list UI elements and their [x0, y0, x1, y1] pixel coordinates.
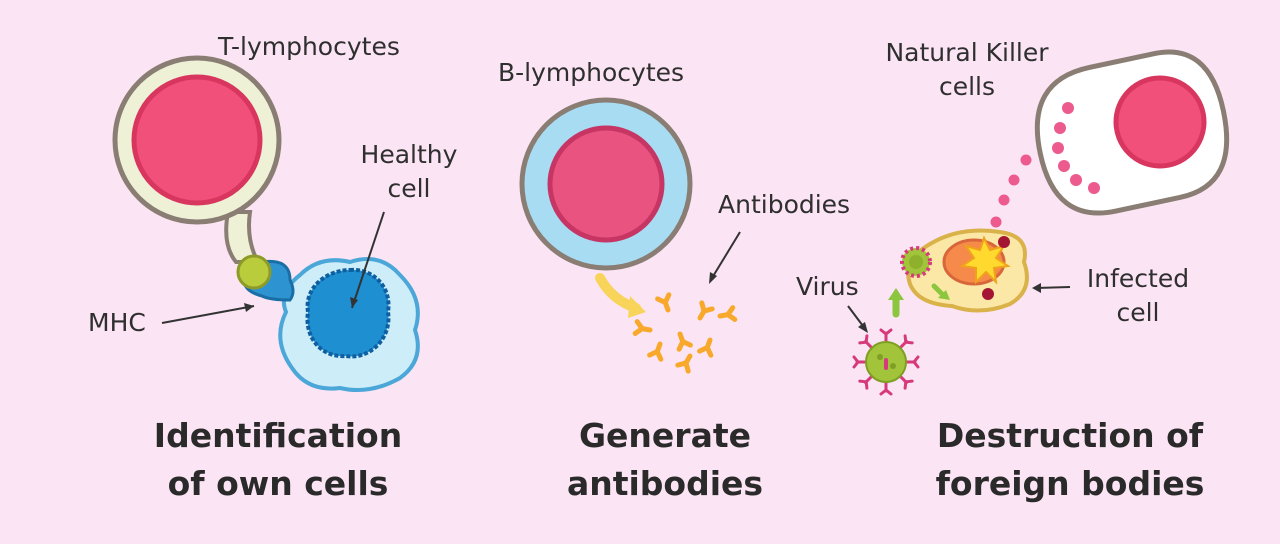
caption-identification-line2: of own cells	[167, 464, 389, 503]
virus-particle-dot	[982, 288, 994, 300]
healthy-cell-arrow	[351, 211, 385, 309]
t-lymphocytes-label: T-lymphocytes	[218, 32, 400, 61]
t-lymphocyte-nucleus	[131, 74, 263, 206]
b-lymphocyte-nucleus	[547, 125, 665, 243]
caption-destruction-line2: foreign bodies	[935, 464, 1205, 503]
nk-cell-group	[990, 49, 1230, 228]
small-virus	[900, 246, 932, 278]
infected-cell-arrow	[1035, 286, 1071, 289]
healthy-cell-label-line1: Healthy	[360, 140, 458, 169]
caption-identification: Identification of own cells	[128, 412, 428, 508]
nk-cells-label-line1: Natural Killer	[885, 38, 1049, 67]
mhc-receptor	[236, 254, 295, 302]
caption-identification-line1: Identification	[153, 416, 403, 455]
caption-generate: Generate antibodies	[540, 412, 790, 508]
healthy-cell-nucleus	[305, 267, 391, 359]
nk-cell-nucleus	[1113, 75, 1207, 169]
infected-cell-label-line1: Infected	[1086, 264, 1190, 293]
healthy-cell-group	[278, 257, 420, 392]
t-cell-stalk	[224, 210, 262, 264]
mhc-arrow	[161, 305, 255, 324]
antibodies-arrow	[711, 231, 741, 279]
caption-destruction: Destruction of foreign bodies	[920, 412, 1220, 508]
explosion-icon	[959, 235, 1011, 285]
healthy-cell-label-line2: cell	[387, 174, 431, 203]
virus-label: Virus	[796, 272, 859, 301]
antibodies-label: Antibodies	[718, 190, 851, 219]
green-arrow-right	[931, 283, 945, 297]
b-lymphocytes-label: B-lymphocytes	[498, 58, 685, 87]
b-lymphocyte-group	[519, 97, 693, 271]
healthy-cell-label: Healthy cell	[348, 138, 470, 206]
infected-cell-label: Infected cell	[1076, 262, 1200, 330]
caption-destruction-line1: Destruction of	[936, 416, 1204, 455]
virus-particle	[852, 328, 920, 396]
mhc-antigen	[236, 254, 272, 290]
infected-cell-label-line2: cell	[1116, 298, 1160, 327]
virus-particle-dot	[998, 236, 1010, 248]
antibodies-cluster	[635, 295, 735, 371]
granules	[990, 102, 1100, 228]
caption-generate-line1: Generate	[578, 416, 752, 455]
infected-cell-group	[906, 228, 1029, 313]
caption-generate-line2: antibodies	[566, 464, 764, 503]
t-lymphocyte-group	[112, 55, 282, 264]
nk-cells-label-line2: cells	[938, 72, 996, 101]
mhc-label: MHC	[88, 308, 146, 337]
nk-cells-label: Natural Killer cells	[864, 36, 1070, 104]
